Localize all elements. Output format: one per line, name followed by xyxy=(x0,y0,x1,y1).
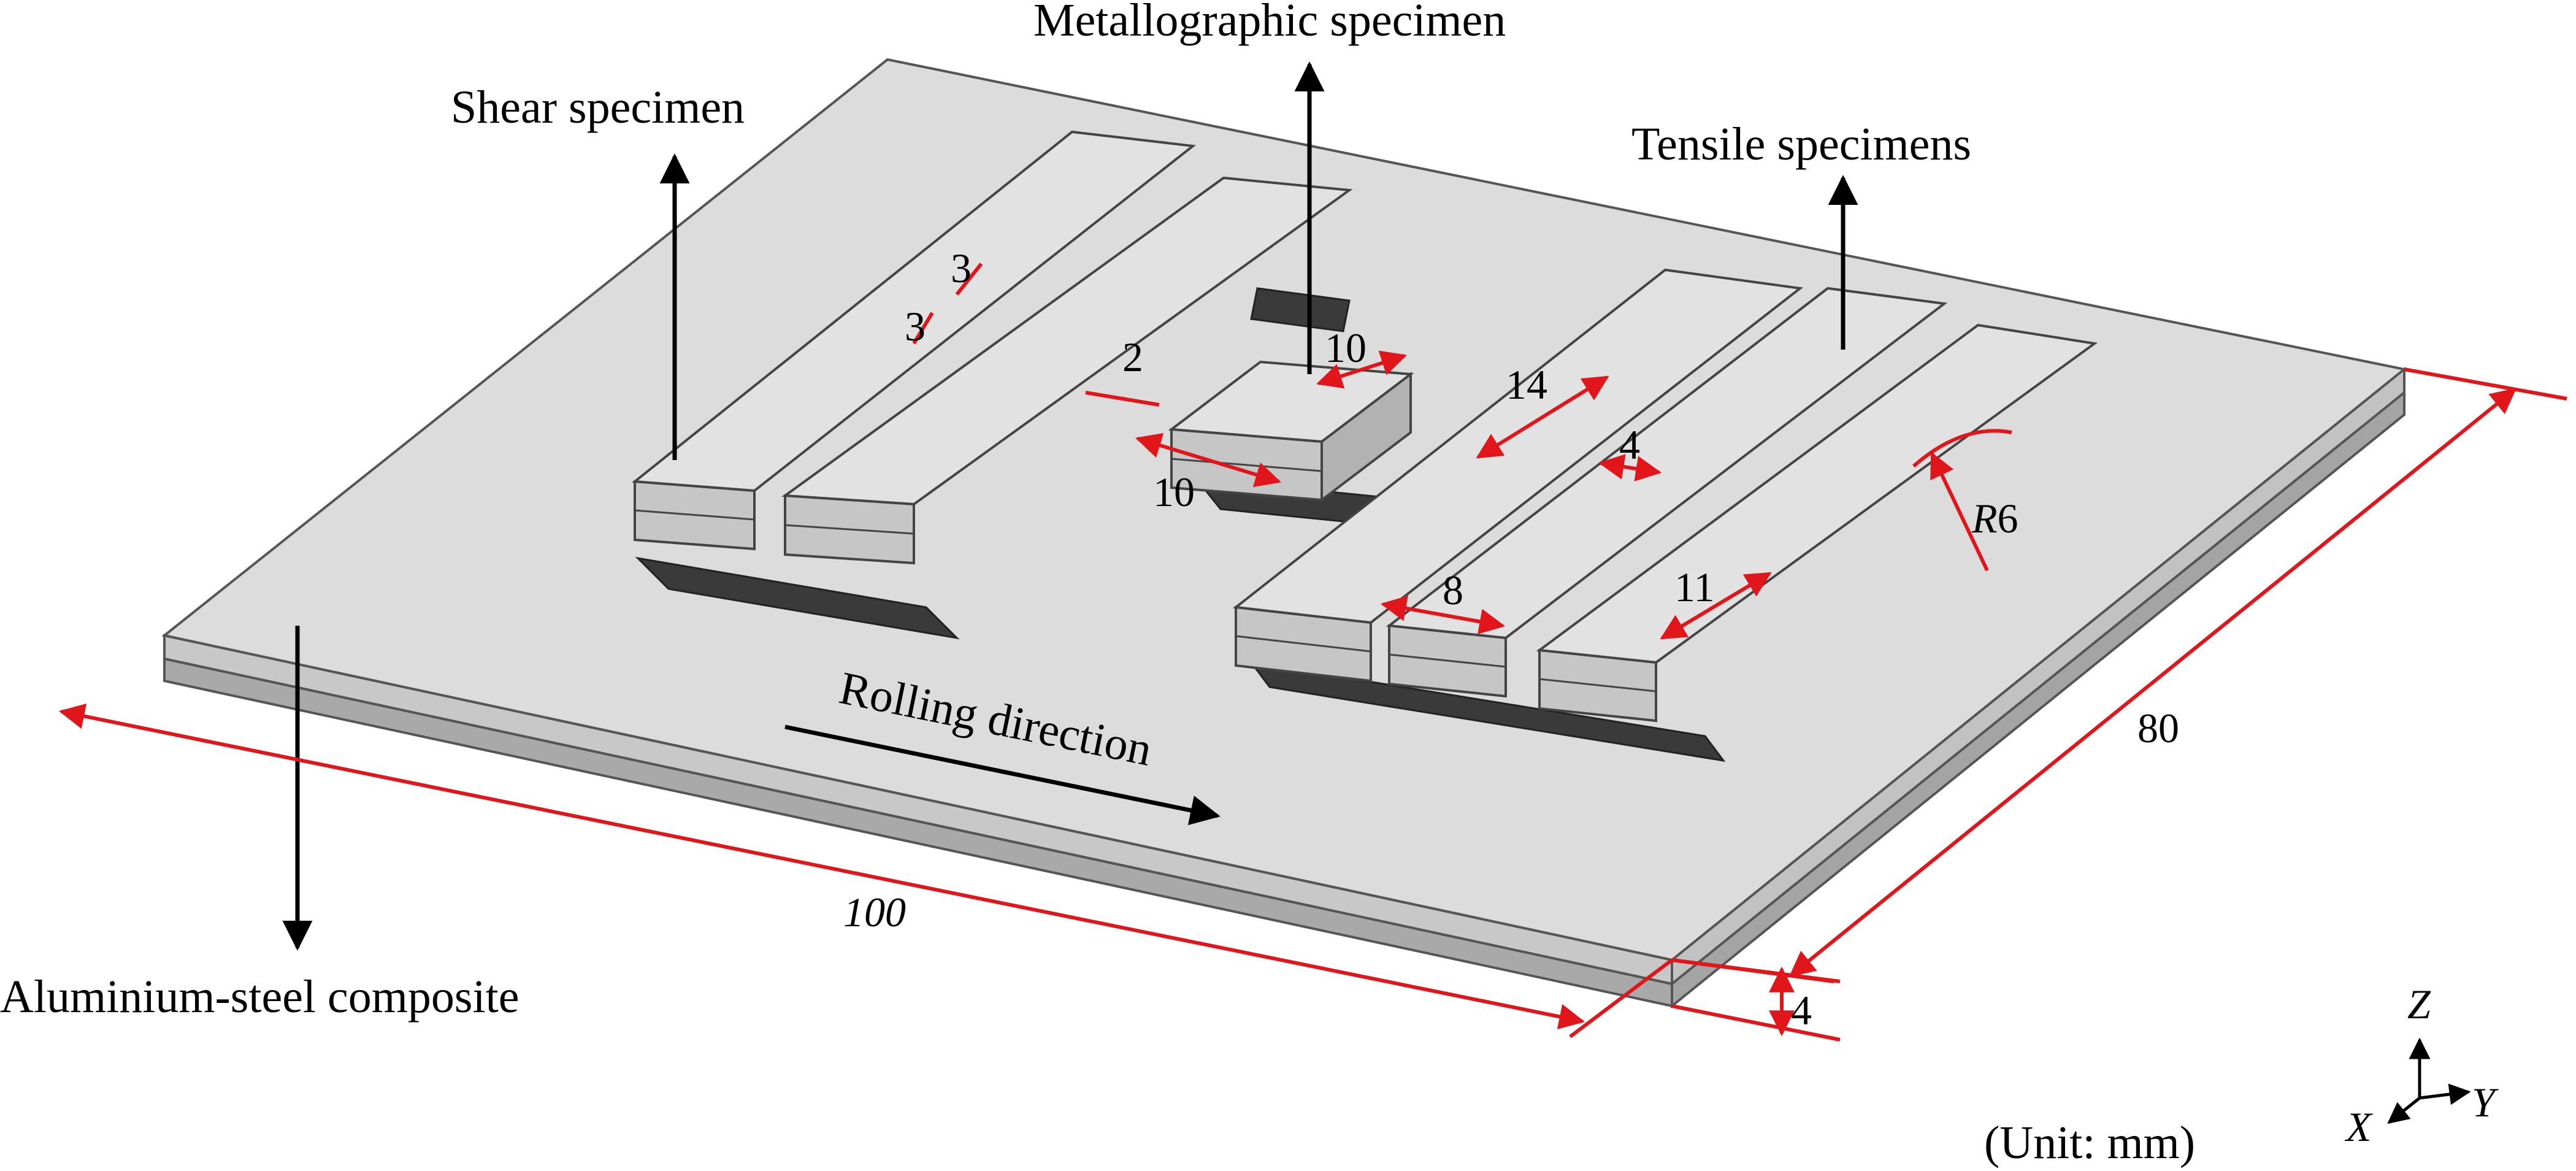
shear-dim-b: 3 xyxy=(905,303,926,350)
shear-label: Shear specimen xyxy=(451,82,745,133)
tensile-bar-3-layer xyxy=(1539,678,1657,693)
tensile-dim-grip: 8 xyxy=(1443,567,1463,613)
width-value: 80 xyxy=(2137,705,2179,751)
y-axis xyxy=(2419,1083,2471,1105)
tensile-dim-gauge: 14 xyxy=(1506,361,1547,408)
slot-top xyxy=(1250,287,1351,332)
radius-label: R6 xyxy=(1971,495,2018,542)
labels: Metallographic specimen Shear specimen T… xyxy=(0,0,2195,1169)
tensile-dim-end: 11 xyxy=(1674,564,1714,610)
dim-line-tensile-grip xyxy=(1380,596,1506,634)
dim-ext-length xyxy=(1569,958,1673,1039)
dimension-lines xyxy=(58,263,2567,1042)
dim-ext-width-a xyxy=(2404,367,2567,401)
dim-line-metallo-a xyxy=(1316,350,1407,389)
metallo-dim-b: 10 xyxy=(1153,469,1195,515)
dim-arc-radius xyxy=(1912,429,2012,468)
slot-shear xyxy=(635,556,960,640)
shear-bar-right-layer xyxy=(784,524,914,535)
radius-prefix: R xyxy=(1971,495,1998,542)
dim-line-length xyxy=(58,703,1585,1030)
dim-line-width xyxy=(1788,388,2517,977)
metallo-right xyxy=(1321,371,1412,503)
thickness-value: 4 xyxy=(1791,987,1812,1034)
metallo-dim-a: 10 xyxy=(1325,324,1367,371)
unit-label: (Unit: mm) xyxy=(1984,1117,2195,1169)
dim-line-tensile-gauge xyxy=(1476,375,1609,459)
shear-dim-c: 2 xyxy=(1122,334,1143,380)
x-axis xyxy=(2387,1097,2421,1124)
tensile-dim-width: 4 xyxy=(1619,421,1640,468)
dim-line-shear-a xyxy=(955,263,983,296)
tensile-label: Tensile specimens xyxy=(1631,118,1971,170)
dim-line-tensile-width xyxy=(1598,454,1662,482)
shear-dim-a: 3 xyxy=(951,245,972,291)
dim-ext-thickness-a xyxy=(1671,958,1841,983)
metallographic-label: Metallographic specimen xyxy=(1033,0,1506,46)
composite-label: Aluminium-steel composite xyxy=(0,971,519,1023)
tensile-bar-2-layer xyxy=(1389,653,1506,668)
z-axis-label: Z xyxy=(2407,981,2431,1027)
radius-value: 6 xyxy=(1998,495,2018,542)
length-value: 100 xyxy=(843,889,906,935)
x-axis-label: X xyxy=(2344,1104,2373,1150)
tensile-bar-1-layer xyxy=(1235,635,1371,653)
shear-specimen xyxy=(631,130,1353,565)
dim-line-radius xyxy=(1930,451,1989,572)
dim-line-metallo-b xyxy=(1135,432,1282,488)
y-axis-label: Y xyxy=(2472,1079,2499,1126)
coordinate-axes: Z Y X xyxy=(2344,981,2499,1150)
dim-line-tensile-end xyxy=(1660,572,1772,640)
dim-ext-thickness-b xyxy=(1671,1004,1841,1042)
shear-bar-left-layer xyxy=(634,509,755,521)
dim-line-shear-b xyxy=(912,312,934,345)
dim-line-shear-c xyxy=(1085,391,1160,407)
